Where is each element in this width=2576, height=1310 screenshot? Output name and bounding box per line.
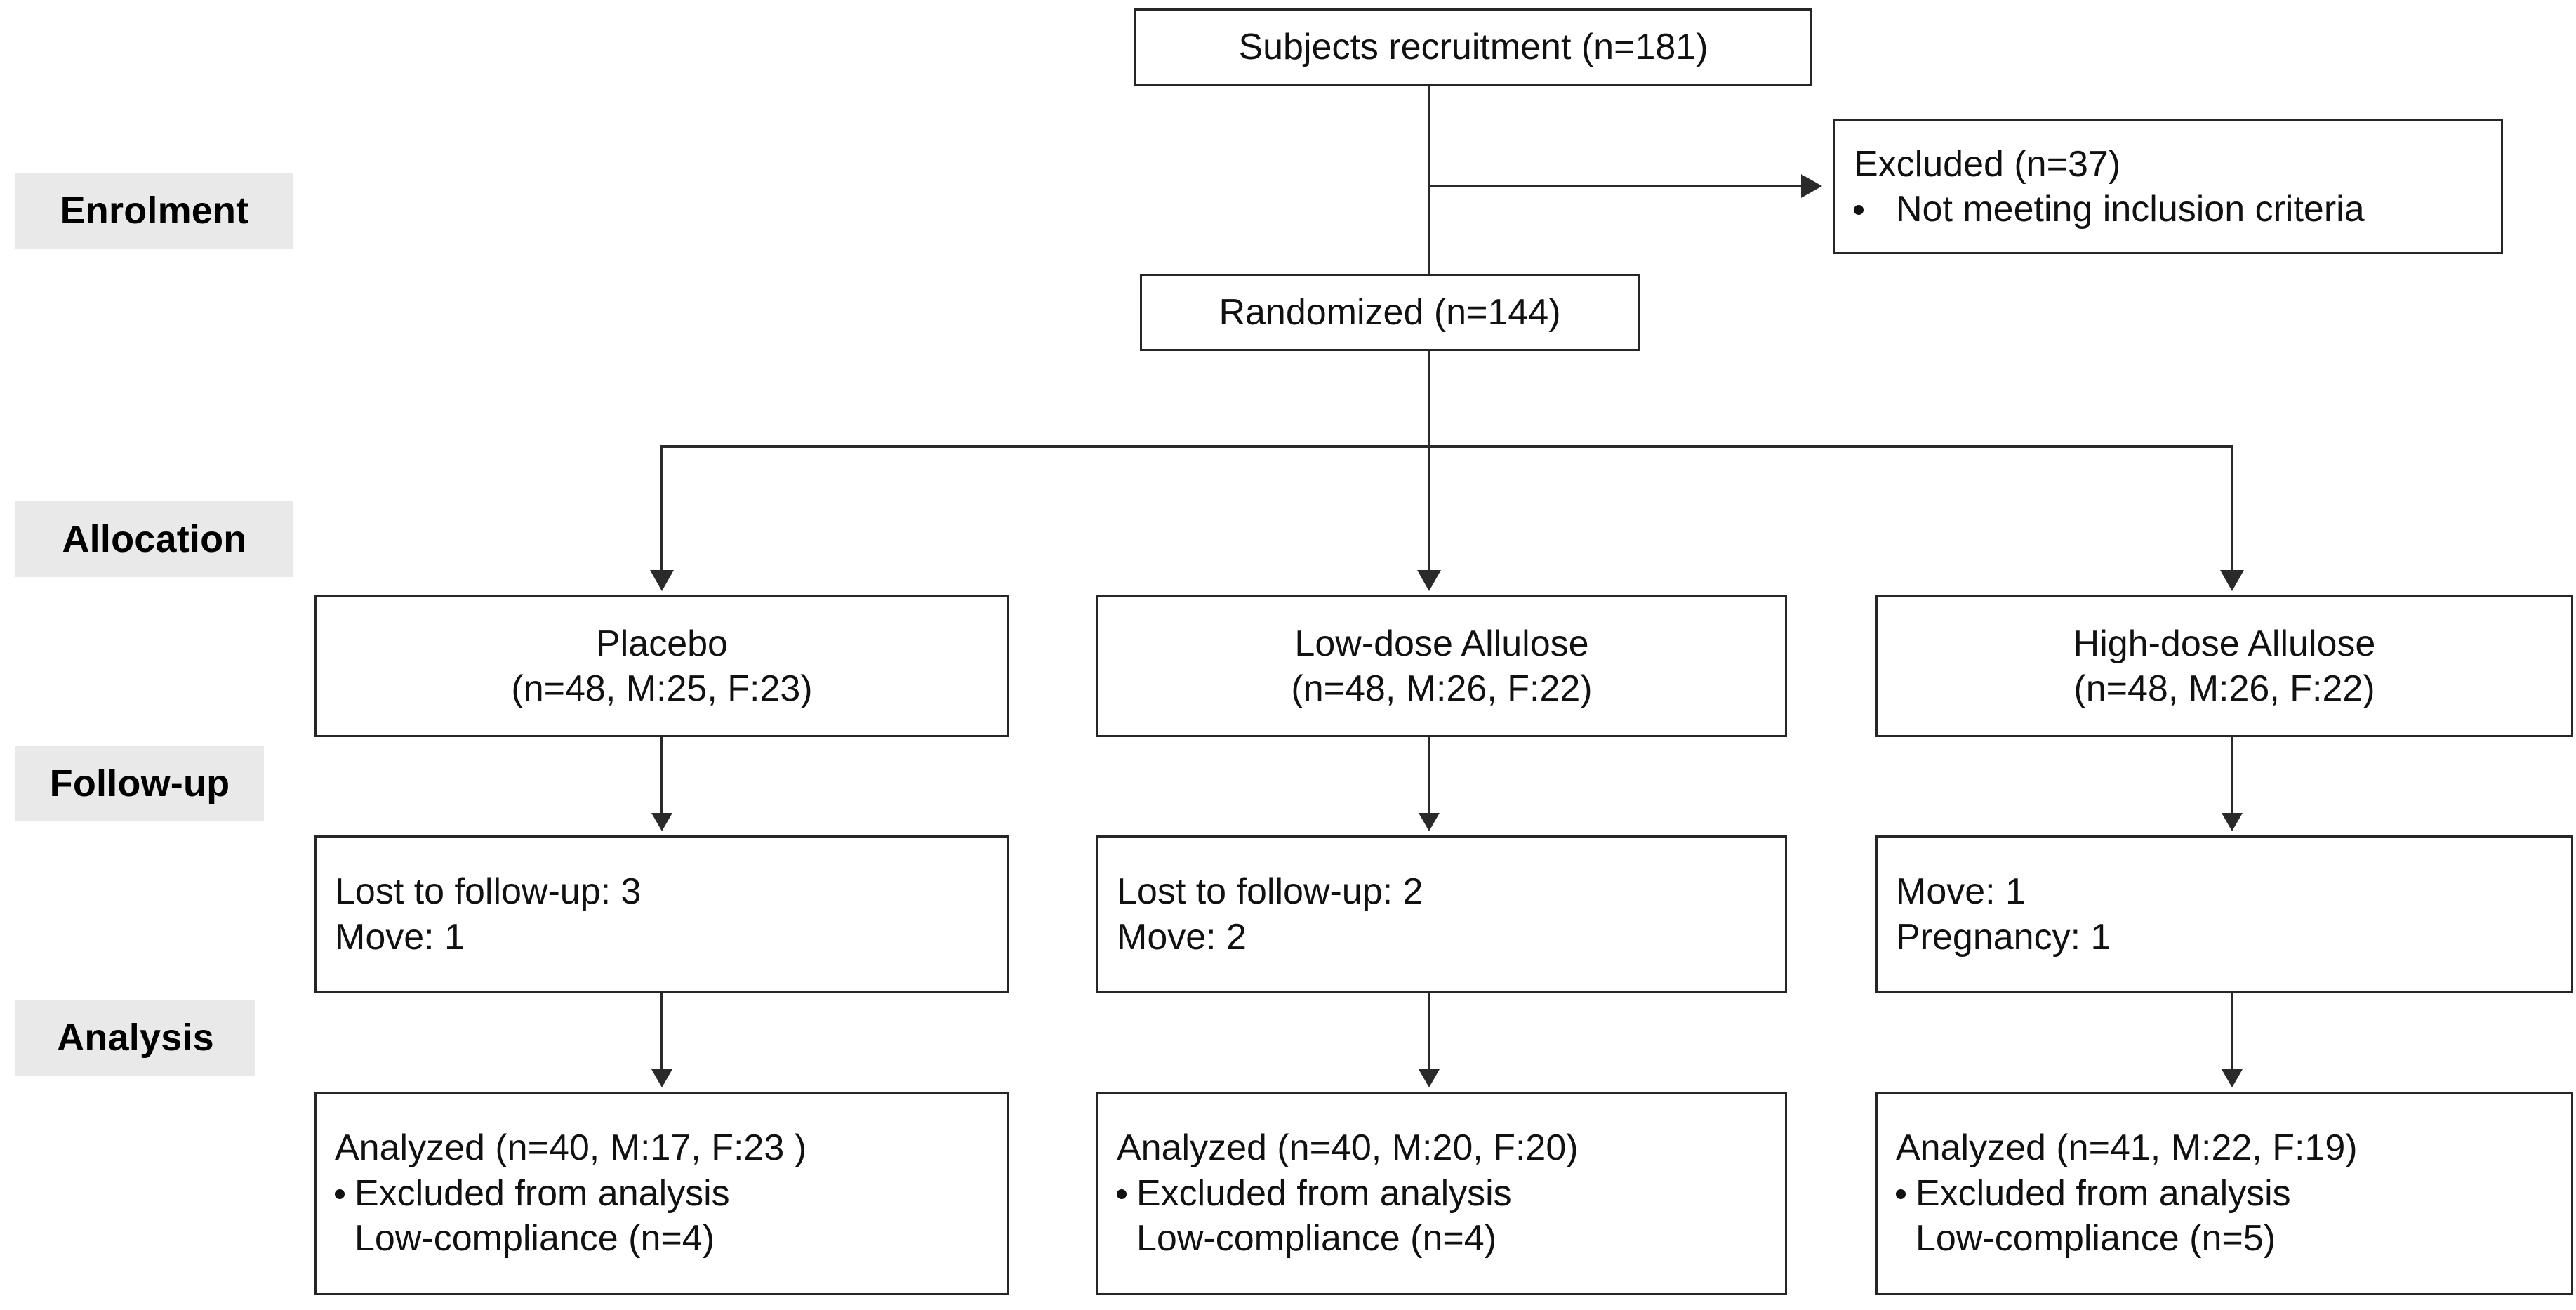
stage-label-enrolment: Enrolment: [15, 173, 293, 249]
stage-label-allocation: Allocation: [15, 501, 293, 577]
analysis-excluded-row: Excluded from analysis: [1896, 1171, 2558, 1216]
arrow-alloc-to-followup-left-icon: [651, 813, 672, 831]
connector-alloc-to-followup-left: [660, 737, 663, 816]
connector-alloc-to-followup-right: [2231, 737, 2233, 816]
connector-branch-left: [660, 445, 663, 573]
connector-recruitment-trunk: [1428, 84, 1430, 275]
followup-line: Move: 2: [1117, 916, 1247, 958]
arrow-followup-to-analysis-middle-icon: [1419, 1069, 1440, 1087]
node-followup-placebo: Lost to follow-up: 3 Move: 1: [314, 835, 1009, 993]
analysis-heading: Analyzed (n=40, M:20, F:20): [1117, 1127, 1579, 1169]
stage-label-analysis: Analysis: [15, 1000, 255, 1076]
connector-followup-to-analysis-right: [2231, 993, 2233, 1072]
allocation-arm-name: High-dose Allulose: [2073, 623, 2376, 664]
arrow-alloc-to-followup-right-icon: [2222, 813, 2243, 831]
arrow-branch-right-icon: [2220, 570, 2244, 591]
allocation-arm-counts: (n=48, M:26, F:22): [1291, 668, 1593, 709]
bullet-icon: [335, 1189, 345, 1199]
allocation-arm-counts: (n=48, M:25, F:23): [511, 668, 813, 709]
followup-line: Pregnancy: 1: [1896, 916, 2111, 958]
stage-label-text: Follow-up: [49, 762, 230, 805]
followup-line: Move: 1: [1896, 871, 2026, 913]
arrow-followup-to-analysis-left-icon: [651, 1069, 672, 1087]
node-subjects-recruitment: Subjects recruitment (n=181): [1134, 8, 1812, 86]
node-excluded-reason: Not meeting inclusion criteria: [1896, 189, 2365, 230]
analysis-excluded-heading: Excluded from analysis: [1136, 1172, 1512, 1214]
followup-line: Move: 1: [335, 916, 465, 958]
stage-label-followup: Follow-up: [15, 746, 264, 821]
bullet-icon: [1117, 1189, 1127, 1199]
followup-line: Lost to follow-up: 2: [1117, 871, 1423, 913]
node-followup-low-dose-allulose: Lost to follow-up: 2 Move: 2: [1096, 835, 1787, 993]
allocation-arm-counts: (n=48, M:26, F:22): [2073, 668, 2375, 709]
connector-alloc-to-followup-middle: [1428, 737, 1430, 816]
connector-to-excluded: [1428, 185, 1804, 187]
analysis-excluded-reason: Low-compliance (n=4): [354, 1218, 715, 1259]
node-allocation-placebo: Placebo (n=48, M:25, F:23): [314, 595, 1009, 737]
bullet-icon: [1896, 1189, 1906, 1199]
analysis-excluded-row: Excluded from analysis: [335, 1171, 995, 1216]
connector-branch-middle: [1428, 445, 1430, 573]
bullet-icon: [1854, 205, 1864, 215]
node-allocation-high-dose-allulose: High-dose Allulose (n=48, M:26, F:22): [1875, 595, 2573, 737]
connector-split-bar: [660, 445, 2233, 448]
analysis-excluded-heading: Excluded from analysis: [354, 1172, 730, 1214]
arrow-to-excluded-icon: [1801, 174, 1822, 198]
arrow-followup-to-analysis-right-icon: [2222, 1069, 2243, 1087]
node-analysis-high-dose-allulose: Analyzed (n=41, M:22, F:19) Excluded fro…: [1875, 1092, 2573, 1295]
analysis-heading: Analyzed (n=40, M:17, F:23 ): [335, 1127, 807, 1169]
analysis-heading: Analyzed (n=41, M:22, F:19): [1896, 1127, 2358, 1169]
node-randomized: Randomized (n=144): [1140, 274, 1640, 351]
stage-label-text: Allocation: [62, 518, 247, 560]
connector-followup-to-analysis-middle: [1428, 993, 1430, 1072]
analysis-excluded-reason: Low-compliance (n=5): [1916, 1218, 2276, 1259]
node-excluded-heading: Excluded (n=37): [1854, 143, 2121, 185]
connector-branch-right: [2231, 445, 2233, 573]
node-analysis-placebo: Analyzed (n=40, M:17, F:23 ) Excluded fr…: [314, 1092, 1009, 1295]
connector-randomized-down: [1428, 351, 1430, 448]
analysis-excluded-row: Excluded from analysis: [1117, 1171, 1772, 1216]
node-randomized-label: Randomized (n=144): [1219, 291, 1561, 333]
stage-label-text: Enrolment: [60, 190, 249, 232]
analysis-excluded-reason: Low-compliance (n=4): [1136, 1218, 1497, 1259]
node-recruitment-label: Subjects recruitment (n=181): [1238, 26, 1708, 67]
node-analysis-low-dose-allulose: Analyzed (n=40, M:20, F:20) Excluded fro…: [1096, 1092, 1787, 1295]
allocation-arm-name: Placebo: [596, 623, 728, 664]
allocation-arm-name: Low-dose Allulose: [1294, 623, 1589, 664]
connector-followup-to-analysis-left: [660, 993, 663, 1072]
analysis-excluded-heading: Excluded from analysis: [1916, 1172, 2291, 1214]
arrow-branch-middle-icon: [1417, 570, 1441, 591]
node-followup-high-dose-allulose: Move: 1 Pregnancy: 1: [1875, 835, 2573, 993]
arrow-alloc-to-followup-middle-icon: [1419, 813, 1440, 831]
node-excluded-reason-row: Not meeting inclusion criteria: [1854, 187, 2488, 232]
stage-label-text: Analysis: [57, 1017, 214, 1059]
node-allocation-low-dose-allulose: Low-dose Allulose (n=48, M:26, F:22): [1096, 595, 1787, 737]
arrow-branch-left-icon: [650, 570, 674, 591]
node-excluded: Excluded (n=37) Not meeting inclusion cr…: [1833, 119, 2503, 254]
followup-line: Lost to follow-up: 3: [335, 871, 642, 913]
